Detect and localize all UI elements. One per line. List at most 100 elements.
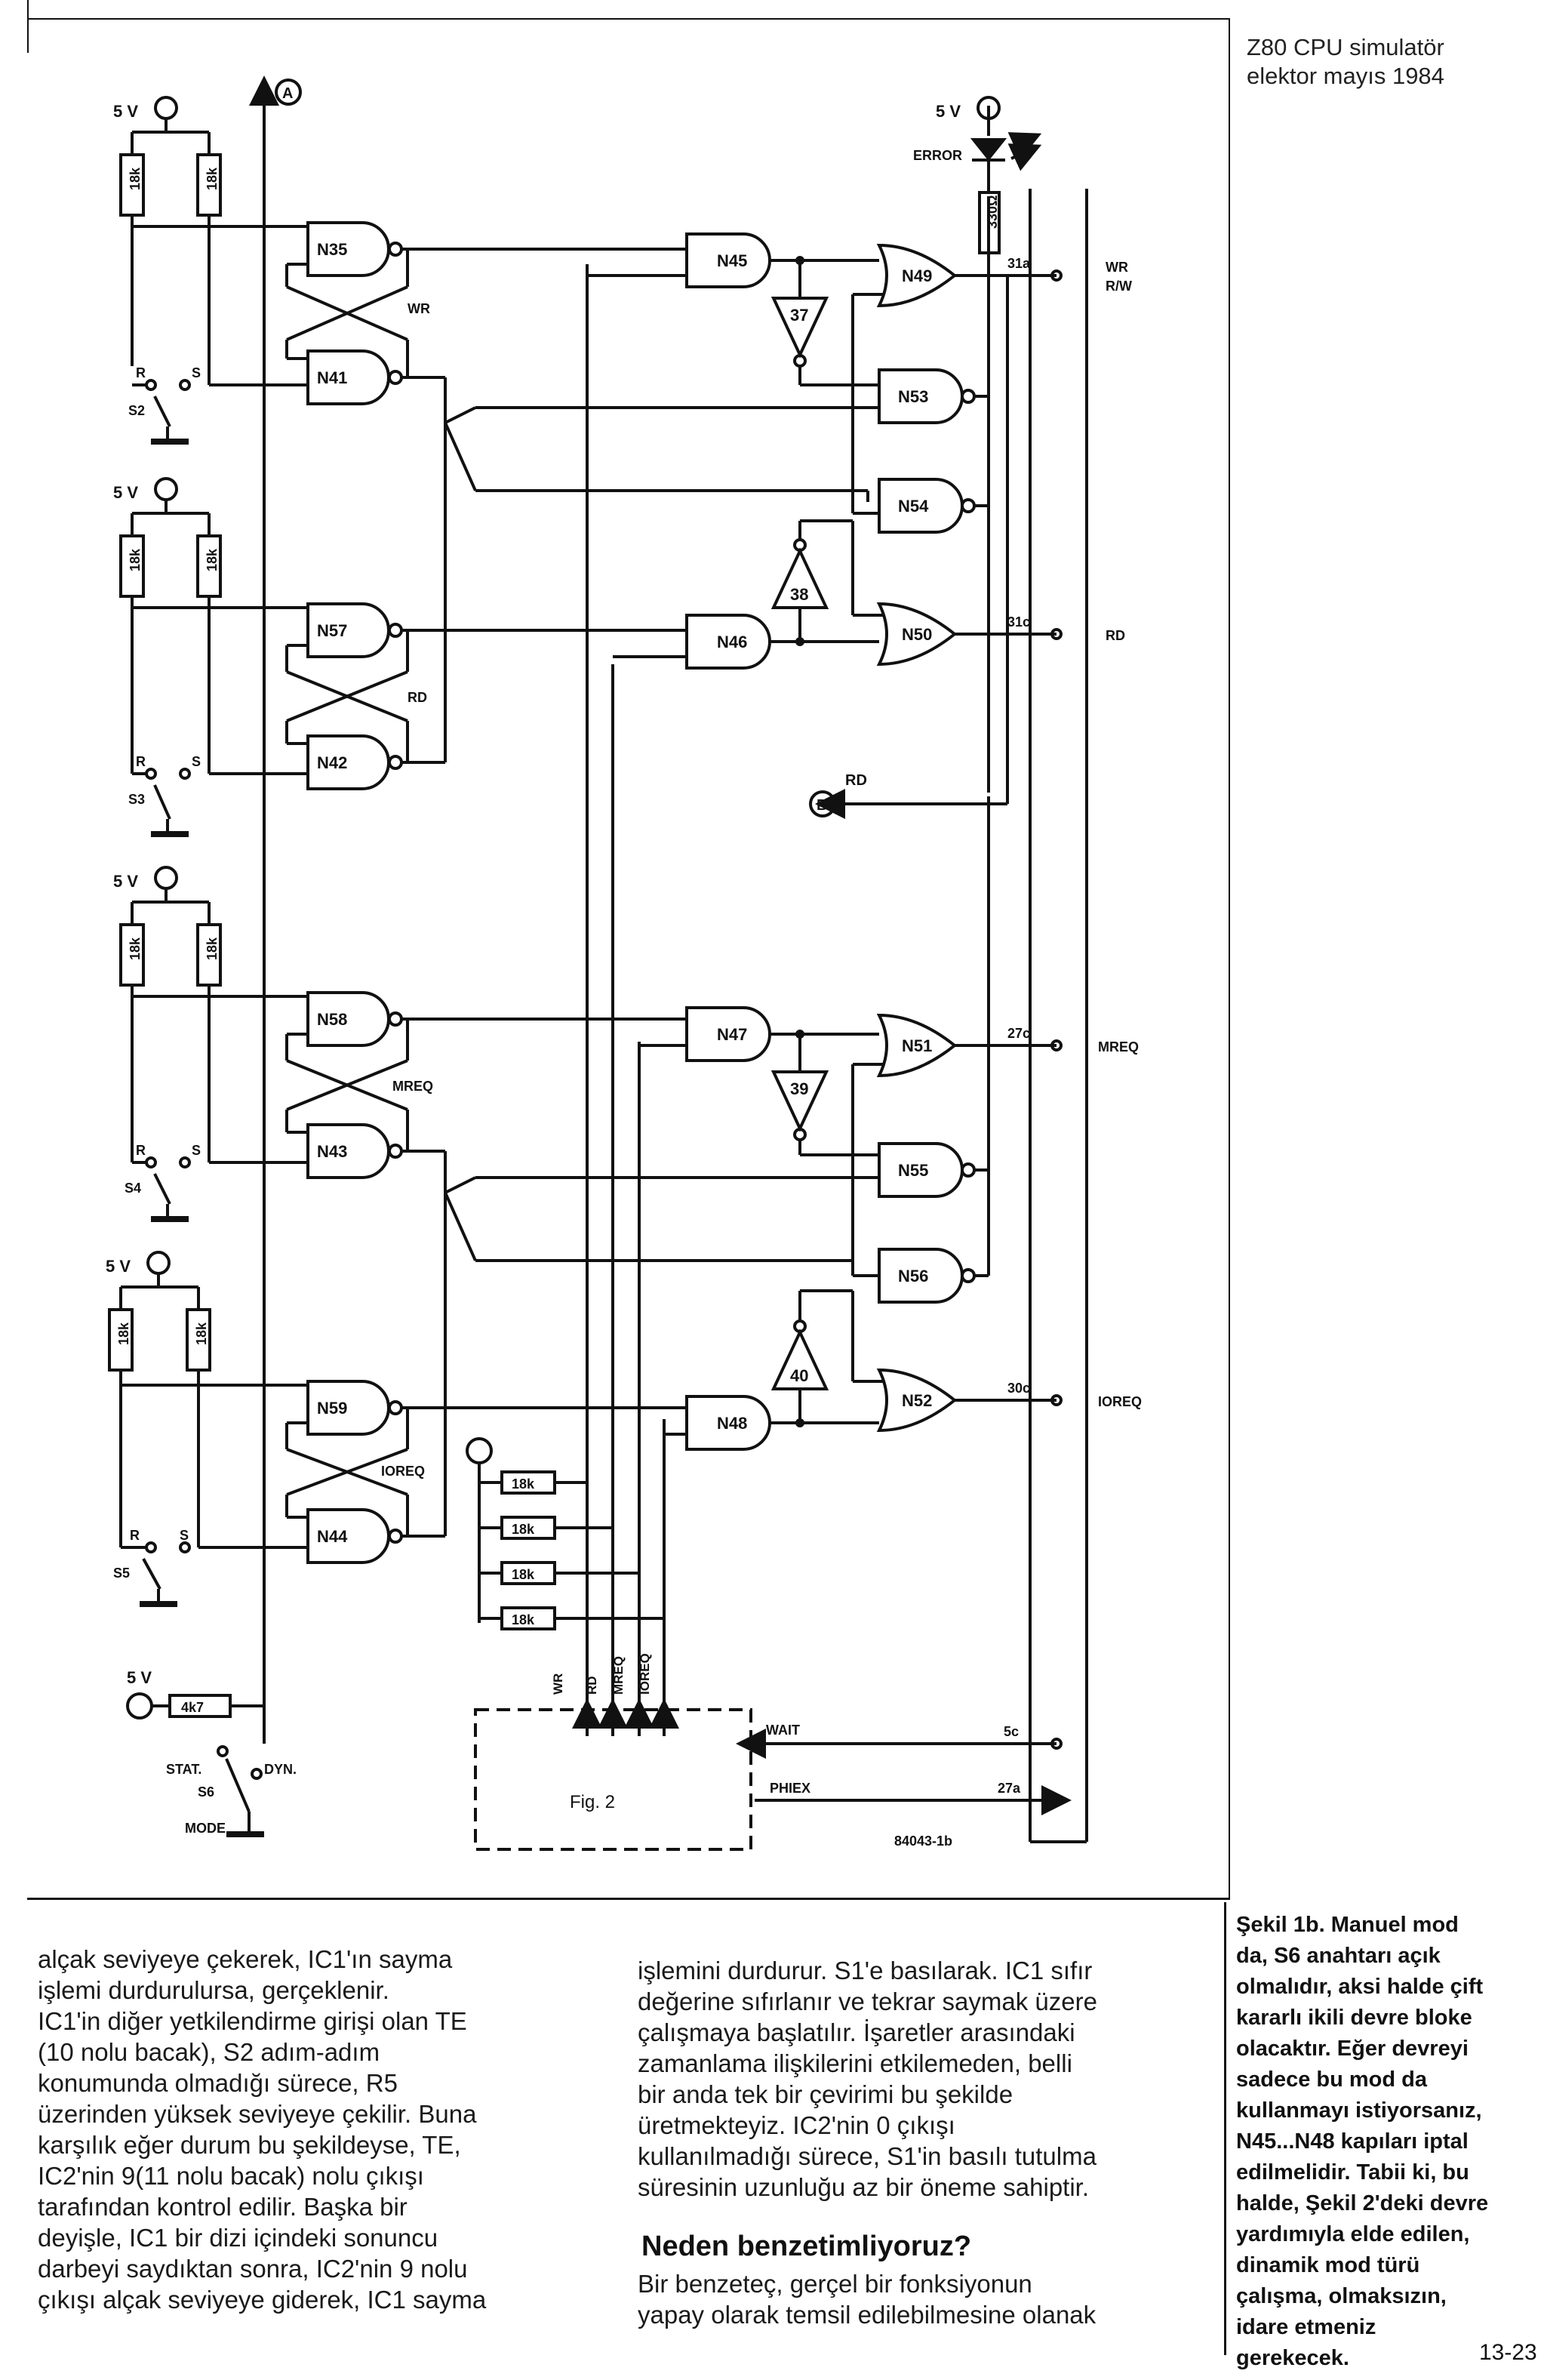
supply-label: 5 V: [113, 483, 138, 502]
resistor-value: 4k7: [181, 1700, 204, 1715]
figure-reference: 84043-1b: [894, 1833, 952, 1849]
flipflop-label: MREQ: [392, 1079, 433, 1094]
signal-label: WR: [1106, 260, 1128, 275]
resistor-value: 18k: [512, 1612, 535, 1627]
gate-label: N41: [317, 368, 347, 387]
gate-label: N59: [317, 1399, 347, 1418]
gate-label: N35: [317, 240, 347, 259]
pin-label: 27a: [998, 1781, 1021, 1796]
pin-label: 31c: [1007, 614, 1030, 630]
flipflop-label: RD: [408, 690, 427, 705]
pin-label: 5c: [1004, 1724, 1019, 1739]
switch-s-label: S: [180, 1528, 189, 1543]
bus-label: WR: [551, 1673, 565, 1695]
figure-caption: Şekil 1b. Manuel mod da, S6 anahtarı açı…: [1236, 1913, 1489, 2370]
gate-label: N48: [717, 1414, 747, 1433]
body-column-1: alçak seviyeye çekerek, IC1'ın sayma işl…: [38, 1945, 487, 2314]
resistor-value: 330Ω: [985, 196, 1000, 229]
b-signal-label: RD: [845, 772, 867, 789]
supply-label: 5 V: [113, 872, 138, 891]
resistor-value: 18k: [205, 548, 220, 571]
bus-label: MREQ: [611, 1656, 626, 1695]
pin-label: 31a: [1007, 256, 1031, 271]
circuit-schematic: 5 V 5 V 5 V 5 V 5 V 5 V ERROR A B RD 18k…: [106, 75, 1142, 1851]
gate-label: N44: [317, 1527, 348, 1546]
resistor-value: 18k: [205, 167, 220, 190]
signal-label: RD: [1106, 628, 1125, 643]
signal-label: WAIT: [766, 1723, 800, 1738]
page-number: 13-23: [1479, 2340, 1537, 2365]
gate-label: N55: [898, 1161, 928, 1180]
resistor-value: 18k: [128, 167, 143, 190]
body-column-2-continued: Bir benzeteç, gerçel bir fonksiyonun yap…: [638, 2270, 1096, 2329]
gate-label: N57: [317, 621, 347, 640]
supply-label: 5 V: [127, 1668, 152, 1687]
switch-r-label: R: [136, 1143, 146, 1158]
page-header: Z80 CPU simulatör elektor mayıs 1984: [1247, 33, 1444, 91]
gate-label: N45: [717, 251, 747, 270]
gate-label: N49: [902, 266, 932, 285]
resistor-value: 18k: [116, 1322, 131, 1345]
schematic-right-rule: [1229, 18, 1230, 1898]
supply-label: 5 V: [113, 102, 138, 121]
bus-label: IOREQ: [638, 1653, 652, 1695]
signal-label: PHIEX: [770, 1781, 810, 1796]
inverter-label: 37: [790, 306, 808, 325]
switch-name: S4: [125, 1181, 141, 1196]
body-column-2: işlemini durdurur. S1'e basılarak. IC1 s…: [638, 1957, 1097, 2201]
switch-name: S2: [128, 403, 145, 418]
pin-label: 27c: [1007, 1026, 1030, 1041]
connector-b-label: B: [817, 797, 827, 814]
signal-label: IOREQ: [1098, 1394, 1142, 1409]
switch-r-label: R: [130, 1528, 140, 1543]
bus-label: RD: [585, 1676, 599, 1695]
connector-a-label: A: [282, 85, 293, 102]
supply-label: 5 V: [936, 102, 961, 121]
switch-mode-label: MODE: [185, 1821, 226, 1836]
switch-s-label: S: [192, 754, 201, 769]
switch-r-label: R: [136, 365, 146, 380]
caption-divider-rule: [1224, 1902, 1226, 2355]
gate-label: N56: [898, 1267, 928, 1285]
flipflop-label: WR: [408, 301, 430, 316]
pin-label: 30c: [1007, 1381, 1030, 1396]
supply-label: 5 V: [106, 1257, 131, 1276]
signal-label: MREQ: [1098, 1039, 1139, 1055]
header-title: Z80 CPU simulatör: [1247, 34, 1444, 60]
gate-label: N52: [902, 1391, 932, 1410]
section-heading: Neden benzetimliyoruz?: [641, 2231, 972, 2262]
switch-name: S5: [113, 1566, 130, 1581]
gate-label: N43: [317, 1142, 347, 1161]
resistor-value: 18k: [512, 1522, 535, 1537]
switch-name: S3: [128, 792, 145, 807]
schematic-bottom-rule: [27, 1898, 1230, 1900]
fig2-label: Fig. 2: [570, 1792, 615, 1812]
top-rule: [27, 18, 1230, 20]
switch-dyn-label: DYN.: [264, 1762, 297, 1777]
switch-stat-label: STAT.: [166, 1762, 201, 1777]
gate-label: N46: [717, 633, 747, 651]
gate-label: N54: [898, 497, 929, 516]
inverter-label: 39: [790, 1079, 808, 1098]
header-source: elektor mayıs 1984: [1247, 63, 1444, 89]
signal-label: R/W: [1106, 279, 1132, 294]
left-margin-rule: [27, 0, 29, 53]
gate-label: N42: [317, 753, 347, 772]
gate-label: N51: [902, 1036, 932, 1055]
switch-r-label: R: [136, 754, 146, 769]
gate-label: N50: [902, 625, 932, 644]
gate-label: N47: [717, 1025, 747, 1044]
inverter-label: 38: [790, 585, 808, 604]
resistor-value: 18k: [512, 1476, 535, 1492]
switch-s-label: S: [192, 365, 201, 380]
gate-label: N53: [898, 387, 928, 406]
error-label: ERROR: [913, 148, 962, 163]
switch-s-label: S: [192, 1143, 201, 1158]
gate-label: N58: [317, 1010, 347, 1029]
resistor-value: 18k: [194, 1322, 209, 1345]
inverter-label: 40: [790, 1366, 808, 1385]
flipflop-label: IOREQ: [381, 1464, 425, 1479]
switch-s6-label: S6: [198, 1784, 214, 1800]
resistor-value: 18k: [205, 937, 220, 960]
